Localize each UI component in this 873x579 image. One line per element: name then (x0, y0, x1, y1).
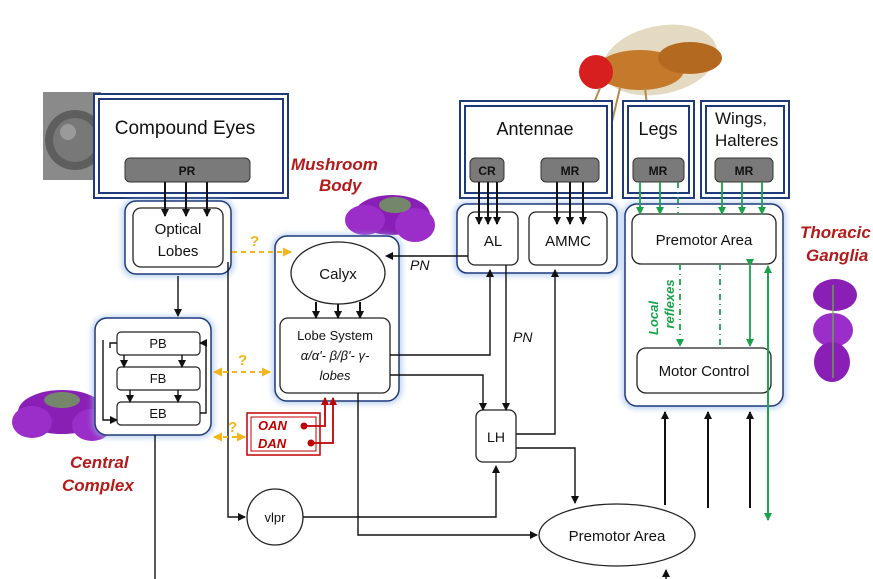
mushroom-body-label-line1: Mushroom (291, 155, 378, 174)
premotor-thoracic-node (631, 213, 777, 265)
ammc-node (528, 211, 608, 266)
al-label: AL (484, 233, 502, 250)
lh-label: LH (487, 429, 505, 445)
pr-receptor-label: PR (179, 164, 196, 178)
local-reflexes-line1: Local (646, 301, 661, 335)
eye-photo-image (43, 92, 105, 180)
oan-label: OAN (258, 418, 288, 433)
mr-wings-receptor-label: MR (735, 164, 754, 178)
wings-halteres-box: Wings, Halteres MR (700, 100, 790, 199)
central-complex-label-line2: Complex (62, 476, 135, 495)
pn-label-1: PN (410, 257, 430, 273)
compound-eyes-box: Compound Eyes PR (93, 93, 289, 199)
fb-node (116, 366, 201, 391)
central-complex-label-line1: Central (70, 453, 130, 472)
ammc-label: AMMC (545, 233, 591, 250)
optical-lobes-region: Optical Lobes (122, 199, 234, 277)
thoracic-ganglia-label-line1: Thoracic (800, 223, 871, 242)
wings-title-line2: Halteres (715, 131, 778, 150)
eb-label: EB (149, 406, 166, 421)
unknown-link-marker-3: ? (228, 419, 237, 436)
region-labels: Mushroom Body Central Complex Thoracic G… (62, 155, 871, 495)
modulator-connections (304, 397, 337, 444)
wings-title-line1: Wings, (715, 109, 767, 128)
optical-lobes-label-line1: Optical (155, 221, 202, 238)
cr-receptor-label: CR (478, 164, 496, 178)
modulator-box: OAN DAN (246, 412, 321, 456)
pb-label: PB (149, 336, 166, 351)
antennae-title: Antennae (496, 119, 573, 139)
thoracic-ganglia-label-line2: Ganglia (806, 246, 868, 265)
al-node (467, 211, 519, 266)
unknown-link-marker-2: ? (238, 352, 247, 369)
mushroom-body-3d-image (345, 195, 435, 242)
motor-control-node (636, 347, 772, 394)
local-reflexes-line2: reflexes (662, 279, 677, 328)
fly-photo-image (579, 24, 722, 131)
calyx-label: Calyx (319, 266, 357, 283)
compound-eyes-title: Compound Eyes (115, 118, 255, 139)
optical-lobes-label-line2: Lobes (158, 243, 199, 260)
premotor-thoracic-label: Premotor Area (656, 232, 753, 249)
vlpr-label: vlpr (265, 510, 287, 525)
legs-title: Legs (638, 119, 677, 139)
uncertain-connections (213, 247, 292, 442)
legs-box: Legs MR (622, 100, 695, 199)
antennae-box: Antennae CR MR (459, 100, 613, 199)
pn-label-2: PN (513, 329, 533, 345)
lh-node (475, 409, 517, 463)
green-connections (636, 182, 772, 521)
motor-control-label: Motor Control (659, 363, 750, 380)
lobe-system-line2: α/α'- β/β'- γ- (301, 348, 370, 363)
premotor-area-label: Premotor Area (569, 528, 666, 545)
mr-legs-receptor-label: MR (649, 164, 668, 178)
central-complex-3d-image (12, 390, 112, 441)
mushroom-body-region: Calyx Lobe System α/α'- β/β'- γ- lobes (272, 234, 402, 404)
lobe-system-line3: lobes (319, 368, 351, 383)
mushroom-body-label-line2: Body (319, 176, 363, 195)
thoracic-ganglia-region: Premotor Area Motor Control (622, 202, 786, 409)
unknown-link-marker-1: ? (250, 233, 259, 250)
dan-label: DAN (258, 436, 287, 451)
mr-antennae-receptor-label: MR (561, 164, 580, 178)
premotor-area-node (538, 503, 696, 567)
lobe-system-line1: Lobe System (297, 328, 373, 343)
black-connections (102, 182, 754, 579)
fb-label: FB (150, 371, 167, 386)
thoracic-ganglia-3d-image (813, 279, 857, 382)
